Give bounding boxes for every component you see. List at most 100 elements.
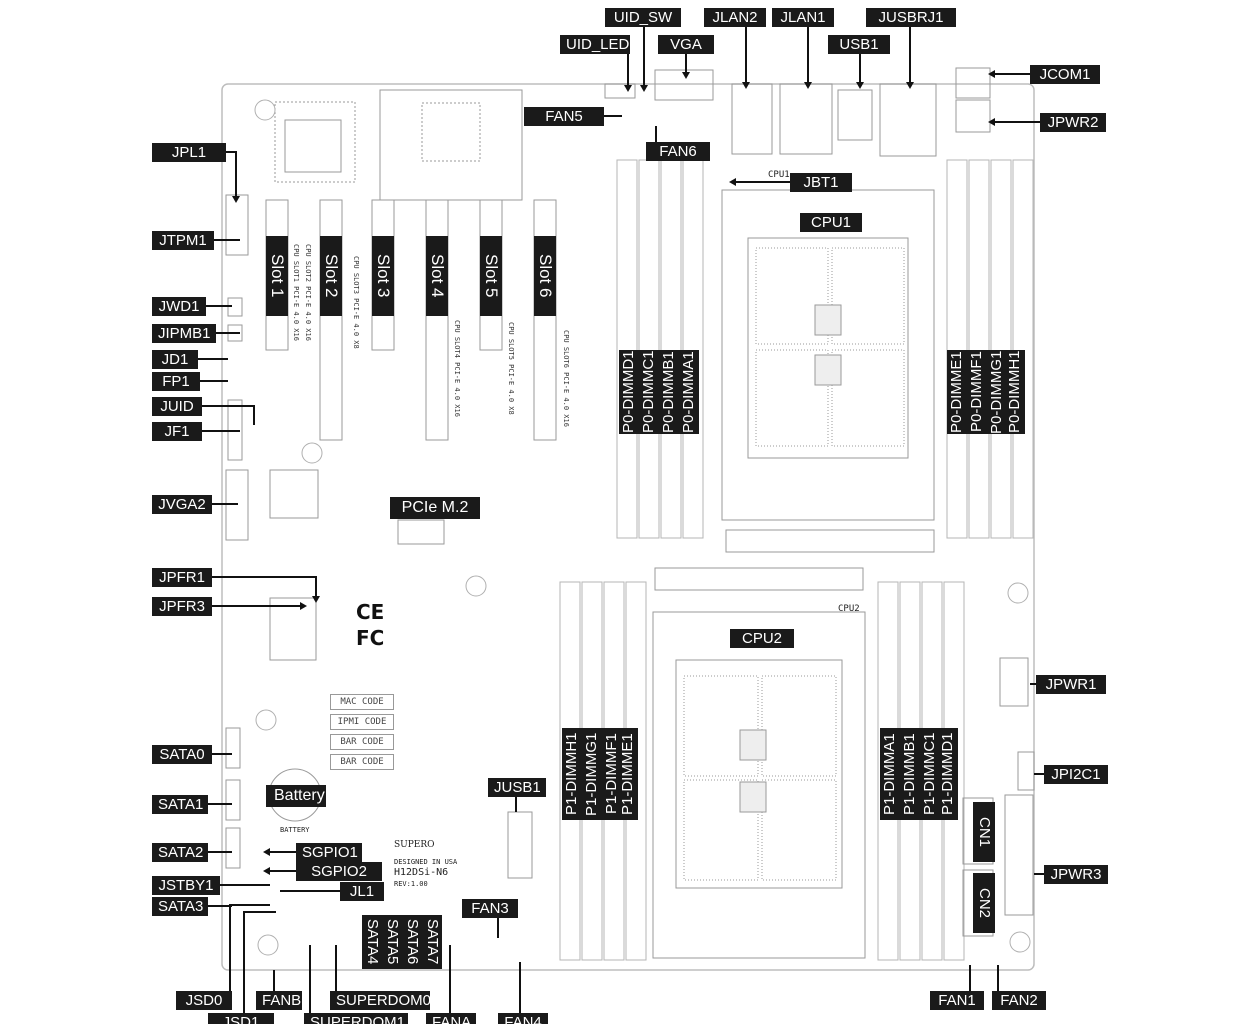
leader-lines <box>198 26 1044 1015</box>
label-p1-dimme1: P1-DIMME1 <box>618 728 638 820</box>
label-sata5: SATA5 <box>382 915 402 969</box>
cpu2-socket <box>652 567 866 959</box>
bmc-chipset <box>274 89 523 201</box>
label-jf1: JF1 <box>152 422 202 441</box>
label-jsd0: JSD0 <box>176 991 232 1010</box>
label-jpwr3: JPWR3 <box>1044 865 1108 884</box>
label-cpu1: CPU1 <box>800 213 862 232</box>
rear-io <box>604 67 991 157</box>
label-cn2: CN2 <box>973 873 995 933</box>
label-slot-4: Slot 4 <box>426 236 448 316</box>
label-jpl1: JPL1 <box>152 143 226 162</box>
cpu1-socket <box>721 189 935 553</box>
label-slot-6: Slot 6 <box>534 236 556 316</box>
label-jcom1: JCOM1 <box>1030 65 1100 84</box>
label-jl1: JL1 <box>340 882 384 901</box>
silk-slot-1: CPU SLOT1 PCI-E 4.0 X16 <box>292 244 300 341</box>
label-fana: FANA <box>426 1013 476 1024</box>
silk-designed: DESIGNED IN USA <box>394 858 458 866</box>
label-p0-dimmf1: P0-DIMMF1 <box>967 350 987 434</box>
label-sata1: SATA1 <box>152 795 208 814</box>
label-p1-dimma1: P1-DIMMA1 <box>880 728 900 820</box>
label-p1-dimmb1: P1-DIMMB1 <box>900 728 920 820</box>
label-fan3: FAN3 <box>462 899 518 918</box>
label-fan2: FAN2 <box>992 991 1046 1010</box>
label-fan5: FAN5 <box>524 107 604 126</box>
mac-code-box: MAC CODE <box>330 694 394 710</box>
silk-slot-4: CPU SLOT4 PCI-E 4.0 X16 <box>453 320 461 417</box>
label-p0-dimmb1: P0-DIMMB1 <box>659 350 679 434</box>
silk-battery: BATTERY <box>280 826 310 834</box>
label-uid-sw: UID_SW <box>605 8 681 27</box>
silk-rev: REV:1.00 <box>394 880 428 888</box>
label-jusb1: JUSB1 <box>488 778 546 797</box>
label-jpfr3: JPFR3 <box>152 597 212 616</box>
label-sata4: SATA4 <box>362 915 382 969</box>
label-jusbrj1: JUSBRJ1 <box>866 8 956 27</box>
label-p1-dimmh1: P1-DIMMH1 <box>562 728 582 820</box>
label-uid-led: UID_LED <box>560 35 630 54</box>
label-jwd1: JWD1 <box>152 297 206 316</box>
label-jpwr1: JPWR1 <box>1036 675 1106 694</box>
board-outline <box>221 83 1035 971</box>
label-p1-dimmg1: P1-DIMMG1 <box>582 728 602 820</box>
label-p0-dimme1: P0-DIMME1 <box>947 350 967 434</box>
bar-code-box-1: BAR CODE <box>330 734 394 750</box>
label-sata0: SATA0 <box>152 745 212 764</box>
bar-code-box-2: BAR CODE <box>330 754 394 770</box>
label-fanb: FANB <box>256 991 302 1010</box>
jusb1-header <box>507 811 533 879</box>
label-jlan2: JLAN2 <box>704 8 766 27</box>
label-usb1: USB1 <box>828 35 890 54</box>
label-jsd1: JSD1 <box>208 1013 274 1024</box>
label-slot-1: Slot 1 <box>266 236 288 316</box>
label-jipmb1: JIPMB1 <box>152 324 216 343</box>
label-p0-dimmg1: P0-DIMMG1 <box>987 350 1007 434</box>
label-jvga2: JVGA2 <box>152 495 212 514</box>
label-slot-5: Slot 5 <box>480 236 502 316</box>
label-jstby1: JSTBY1 <box>152 876 220 895</box>
label-vga: VGA <box>658 35 714 54</box>
label-p1-dimmc1: P1-DIMMC1 <box>920 728 940 820</box>
silk-cpu2: CPU2 <box>838 604 860 614</box>
silk-brand: SUPERO <box>394 840 435 850</box>
label-juid: JUID <box>152 397 202 416</box>
mounting-holes <box>254 99 1031 956</box>
ipmi-code-box: IPMI CODE <box>330 714 394 730</box>
silk-slot-6: CPU SLOT6 PCI-E 4.0 X16 <box>562 330 570 427</box>
m2-slot <box>397 519 445 545</box>
label-cpu2: CPU2 <box>730 629 794 648</box>
silk-slot-2: CPU SLOT2 PCI-E 4.0 X16 <box>304 244 312 341</box>
label-jd1: JD1 <box>152 350 198 369</box>
label-slot-2: Slot 2 <box>320 236 342 316</box>
label-p0-dimmc1: P0-DIMMC1 <box>639 350 659 434</box>
label-sata6: SATA6 <box>402 915 422 969</box>
label-fan6: FAN6 <box>646 142 710 161</box>
label-sata7: SATA7 <box>422 915 442 969</box>
label-fan1: FAN1 <box>930 991 984 1010</box>
silk-slot-5: CPU SLOT5 PCI-E 4.0 X8 <box>507 322 515 415</box>
right-connectors <box>962 657 1035 937</box>
fc-mark: FC <box>356 626 385 650</box>
silk-slot-3: CPU SLOT3 PCI-E 4.0 X8 <box>352 256 360 349</box>
label-jtpm1: JTPM1 <box>152 231 214 250</box>
label-p1-dimmd1: P1-DIMMD1 <box>938 728 958 820</box>
label-fp1: FP1 <box>152 372 200 391</box>
label-jpwr2: JPWR2 <box>1040 113 1106 132</box>
ce-mark: CE <box>356 600 385 624</box>
label-p0-dimmd1: P0-DIMMD1 <box>619 350 639 434</box>
label-superdom0: SUPERDOM0 <box>330 991 431 1010</box>
label-jbt1: JBT1 <box>790 173 852 192</box>
silk-cpu1: CPU1 <box>768 170 790 180</box>
label-slot-3: Slot 3 <box>372 236 394 316</box>
label-sata3: SATA3 <box>152 897 208 916</box>
label-jpfr1: JPFR1 <box>152 568 212 587</box>
silk-model: H12DSi-N6 <box>394 867 449 878</box>
label-sgpio2: SGPIO2 <box>296 862 382 881</box>
label-pcie-m2: PCIe M.2 <box>390 497 480 519</box>
label-p0-dimma1: P0-DIMMA1 <box>679 350 699 434</box>
label-superdom1: SUPERDOM1 <box>304 1013 408 1024</box>
label-jlan1: JLAN1 <box>772 8 834 27</box>
label-fan4: FAN4 <box>498 1013 548 1024</box>
